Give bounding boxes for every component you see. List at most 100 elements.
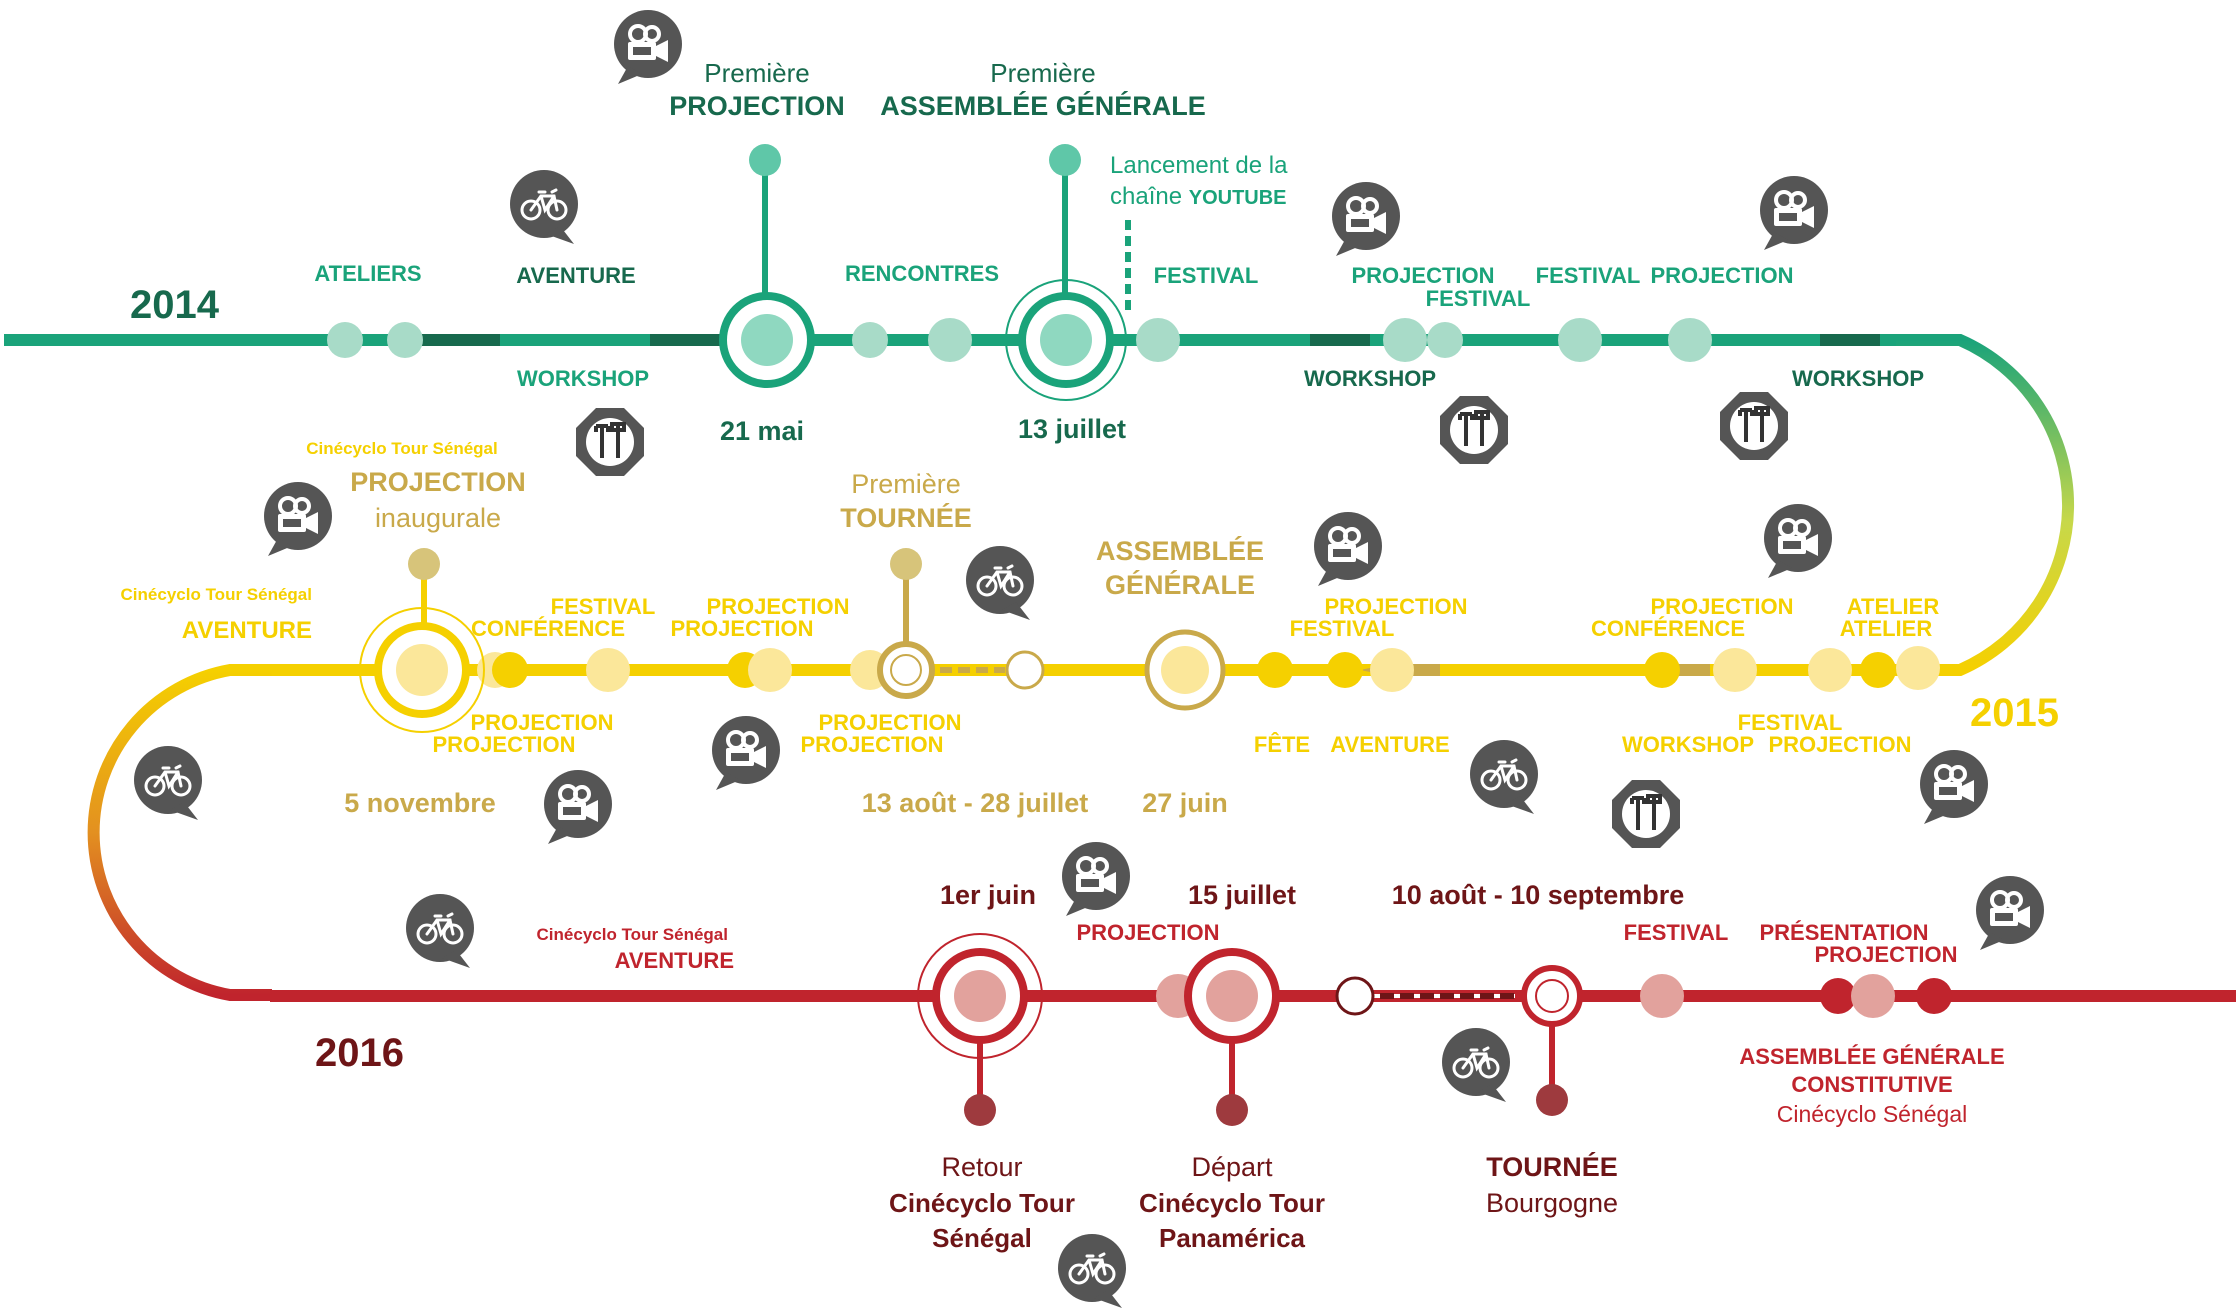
ag-constitutive-line1: ASSEMBLÉE GÉNÉRALE	[1739, 1044, 2004, 1069]
label-festival: FESTIVAL	[1738, 710, 1843, 735]
camera-icon	[1918, 748, 1990, 826]
label-ateliers: ATELIERS	[314, 261, 421, 286]
label-fete: FÊTE	[1254, 732, 1310, 757]
camera-icon	[710, 714, 782, 792]
label-projection: PROJECTION	[1351, 263, 1494, 288]
label-workshop: WORKSHOP	[1792, 366, 1924, 391]
bicycle-icon	[404, 892, 476, 970]
milestone-5-novembre	[359, 607, 485, 733]
label-projection: PROJECTION	[1814, 942, 1957, 967]
label-aventure: AVENTURE	[1330, 732, 1449, 757]
label-conference: CONFÉRENCE	[471, 616, 625, 641]
bicycle-icon	[1056, 1232, 1128, 1310]
date-15-juillet: 15 juillet	[1188, 880, 1296, 910]
bicycle-icon	[132, 744, 204, 822]
tour-aventure-main: AVENTURE	[615, 948, 734, 973]
label-projection: PROJECTION	[432, 732, 575, 757]
tools-icon	[574, 406, 646, 478]
date-5-novembre: 5 novembre	[344, 788, 496, 818]
label-projection: PROJECTION	[470, 710, 613, 735]
label-projection: PROJECTION	[1650, 594, 1793, 619]
premiere-ag-main: ASSEMBLÉE GÉNÉRALE	[880, 90, 1206, 121]
tour-projection-name: Cinécyclo Tour Sénégal	[306, 439, 497, 458]
label-festival: FESTIVAL	[1290, 616, 1395, 641]
tools-icon	[1718, 390, 1790, 462]
label-festival: FESTIVAL	[1154, 263, 1259, 288]
camera-icon	[612, 8, 684, 86]
youtube-line1: Lancement de la	[1110, 152, 1288, 179]
ag-constitutive-line2: CONSTITUTIVE	[1791, 1072, 1952, 1097]
year-2014: 2014	[130, 283, 220, 327]
label-atelier: ATELIER	[1840, 616, 1933, 641]
date-21-mai: 21 mai	[720, 416, 804, 446]
label-festival: FESTIVAL	[1624, 920, 1729, 945]
year-2016: 2016	[315, 1031, 404, 1075]
label-projection: PROJECTION	[670, 616, 813, 641]
milestone-pin	[1049, 144, 1081, 176]
event-dot	[928, 318, 972, 362]
event-dot	[1668, 318, 1712, 362]
year-2015: 2015	[1970, 691, 2059, 735]
premiere-projection-pre: Première	[704, 58, 809, 88]
milestone-13-juillet	[1005, 279, 1127, 401]
tools-icon	[1610, 778, 1682, 850]
label-projection: PROJECTION	[800, 732, 943, 757]
event-dot	[852, 322, 888, 358]
youtube-line2: chaîne YOUTUBE	[1110, 183, 1287, 210]
bicycle-icon	[1440, 1026, 1512, 1104]
bicycle-icon	[964, 544, 1036, 622]
depart-line2: Panamérica	[1159, 1223, 1306, 1253]
camera-icon	[542, 768, 614, 846]
tools-icon	[1438, 394, 1510, 466]
date-27-juin: 27 juin	[1142, 788, 1228, 818]
premiere-projection-main: PROJECTION	[669, 91, 845, 121]
camera-icon	[1758, 174, 1830, 252]
ag-line2: GÉNÉRALE	[1105, 569, 1255, 600]
camera-icon	[1974, 874, 2046, 952]
event-dot	[1427, 322, 1463, 358]
retour-line1: Cinécyclo Tour	[889, 1188, 1075, 1218]
label-projection: PROJECTION	[1324, 594, 1467, 619]
event-dot	[1383, 318, 1427, 362]
label-projection: PROJECTION	[706, 594, 849, 619]
event-dot	[387, 322, 423, 358]
event-dot	[1558, 318, 1602, 362]
row-2014: Première PROJECTION Première ASSEMBLÉE G…	[314, 58, 1924, 446]
label-projection: PROJECTION	[1076, 920, 1219, 945]
bicycle-icon	[1468, 738, 1540, 816]
retour-pre: Retour	[941, 1152, 1022, 1182]
label-projection: PROJECTION	[818, 710, 961, 735]
label-conference: CONFÉRENCE	[1591, 616, 1745, 641]
event-dot	[1136, 318, 1180, 362]
camera-icon	[1762, 502, 1834, 580]
label-projection: PROJECTION	[1650, 263, 1793, 288]
depart-pre: Départ	[1191, 1152, 1273, 1182]
date-10-aout: 10 août - 10 septembre	[1392, 880, 1685, 910]
camera-icon	[1330, 180, 1402, 258]
label-aventure: AVENTURE	[516, 263, 635, 288]
milestone-pin	[749, 144, 781, 176]
tour-aventure-name: Cinécyclo Tour Sénégal	[121, 585, 312, 604]
tour-projection-main: PROJECTION	[350, 467, 526, 497]
bicycle-icon	[508, 168, 580, 246]
row-2016: 1er juin 15 juillet 10 août - 10 septemb…	[537, 880, 2005, 1253]
date-13-juillet: 13 juillet	[1018, 414, 1126, 444]
label-festival: FESTIVAL	[551, 594, 656, 619]
tour-aventure-name: Cinécyclo Tour Sénégal	[537, 925, 728, 944]
tournee-sub: Bourgogne	[1486, 1188, 1618, 1218]
tour-projection-sub: inaugurale	[375, 503, 501, 533]
camera-icon	[1060, 840, 1132, 918]
label-workshop: WORKSHOP	[517, 366, 649, 391]
retour-line2: Sénégal	[932, 1223, 1032, 1253]
label-festival: FESTIVAL	[1536, 263, 1641, 288]
ag-constitutive-line3: Cinécyclo Sénégal	[1777, 1101, 1968, 1127]
label-presentation: PRÉSENTATION	[1759, 920, 1928, 945]
premiere-tournee-pre: Première	[851, 469, 961, 499]
tour-aventure-main: AVENTURE	[182, 617, 312, 644]
row-2015: Cinécyclo Tour Sénégal PROJECTION inaugu…	[121, 439, 1940, 818]
label-workshop: WORKSHOP	[1304, 366, 1436, 391]
date-13-aout: 13 août - 28 juillet	[862, 788, 1089, 818]
tournee-main: TOURNÉE	[1486, 1151, 1618, 1182]
